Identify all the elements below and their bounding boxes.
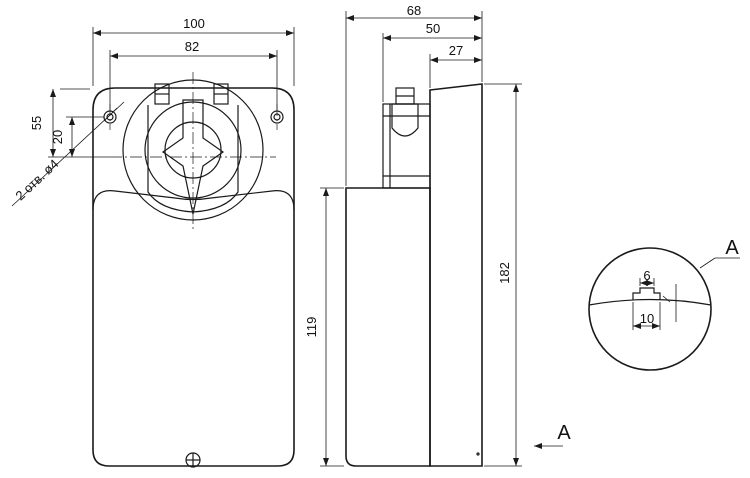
front-view: 100 82 55 20 2 отв. ø4 [11,16,295,468]
dim-100: 100 [183,16,205,31]
dim-82: 82 [185,39,199,54]
detail-notch [632,287,661,300]
dim-119: 119 [304,317,319,338]
clamp-wedge [161,99,225,215]
side-view: 68 50 27 119 182 [304,3,522,467]
detail-label: A [725,237,739,259]
dim-182: 182 [497,262,512,284]
side-body-outline [345,187,431,467]
holes-note: 2 отв. ø4 [12,156,61,203]
shaft-circle [164,121,222,179]
front-body-outline [92,87,295,467]
detail-dim-10: 10 [640,311,654,326]
detail-surface-line [588,298,712,306]
detail-a: 6 10 A [588,237,740,371]
dim-55: 55 [29,116,44,130]
dim-20: 20 [50,130,65,144]
dim-50: 50 [426,21,440,36]
front-housing-divider [92,190,295,211]
detail-circle [588,247,712,371]
dim-27: 27 [449,43,463,58]
detail-dim-6: 6 [643,268,650,283]
view-marker-label: A [557,422,571,444]
side-cover-outline [429,83,483,467]
dim-68: 68 [407,3,421,18]
view-marker: A [534,422,571,449]
